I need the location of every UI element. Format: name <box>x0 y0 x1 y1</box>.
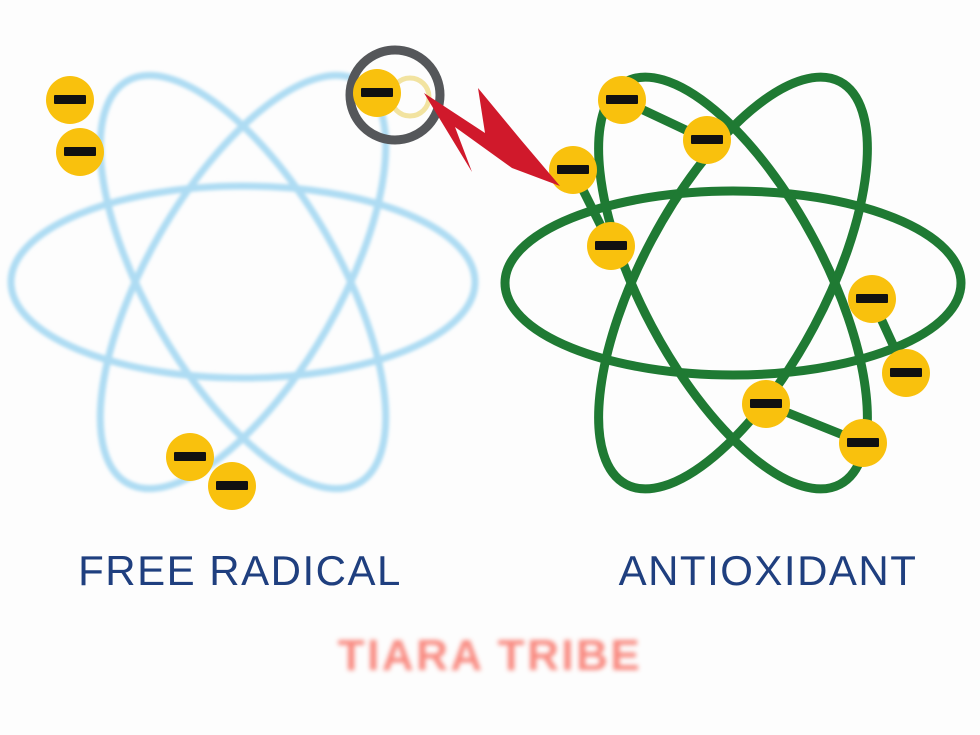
antioxidant-atom <box>500 72 966 494</box>
minus-sign-icon <box>750 399 782 408</box>
electron-donation-arrow <box>424 88 560 186</box>
missing-electron-highlight-ring <box>345 45 445 145</box>
antioxidant-orbit-3 <box>594 72 872 494</box>
antioxidant-orbit-1 <box>500 186 966 380</box>
minus-sign-icon <box>557 165 589 174</box>
free-radical-orbits <box>7 71 479 493</box>
brand-watermark: TIARA TRIBE <box>338 631 643 680</box>
electron <box>549 146 597 194</box>
free-radical-atom <box>7 45 479 510</box>
antioxidant-label: ANTIOXIDANT <box>619 547 918 594</box>
minus-sign-icon <box>847 438 879 447</box>
minus-sign-icon <box>890 368 922 377</box>
electron <box>742 380 790 428</box>
minus-sign-icon <box>595 241 627 250</box>
free-radical-orbit-2 <box>96 71 390 493</box>
minus-sign-icon <box>174 452 206 461</box>
electron <box>882 349 930 397</box>
electron <box>848 275 896 323</box>
electron <box>208 462 256 510</box>
minus-sign-icon <box>856 294 888 303</box>
free-radical-electrons <box>46 69 401 510</box>
free-radical-label: FREE RADICAL <box>78 547 402 594</box>
antioxidant-electrons <box>549 76 930 467</box>
electron <box>683 116 731 164</box>
electron <box>56 128 104 176</box>
electron <box>598 76 646 124</box>
electron <box>587 222 635 270</box>
electron <box>46 76 94 124</box>
minus-sign-icon <box>606 95 638 104</box>
antioxidant-orbits <box>500 72 966 494</box>
minus-sign-icon <box>361 88 393 97</box>
electron <box>353 69 401 117</box>
minus-sign-icon <box>216 481 248 490</box>
electron <box>839 419 887 467</box>
minus-sign-icon <box>64 147 96 156</box>
arrow-shape <box>424 88 560 186</box>
electron <box>166 433 214 481</box>
minus-sign-icon <box>691 135 723 144</box>
minus-sign-icon <box>54 95 86 104</box>
free-radical-orbit-1 <box>7 182 479 382</box>
